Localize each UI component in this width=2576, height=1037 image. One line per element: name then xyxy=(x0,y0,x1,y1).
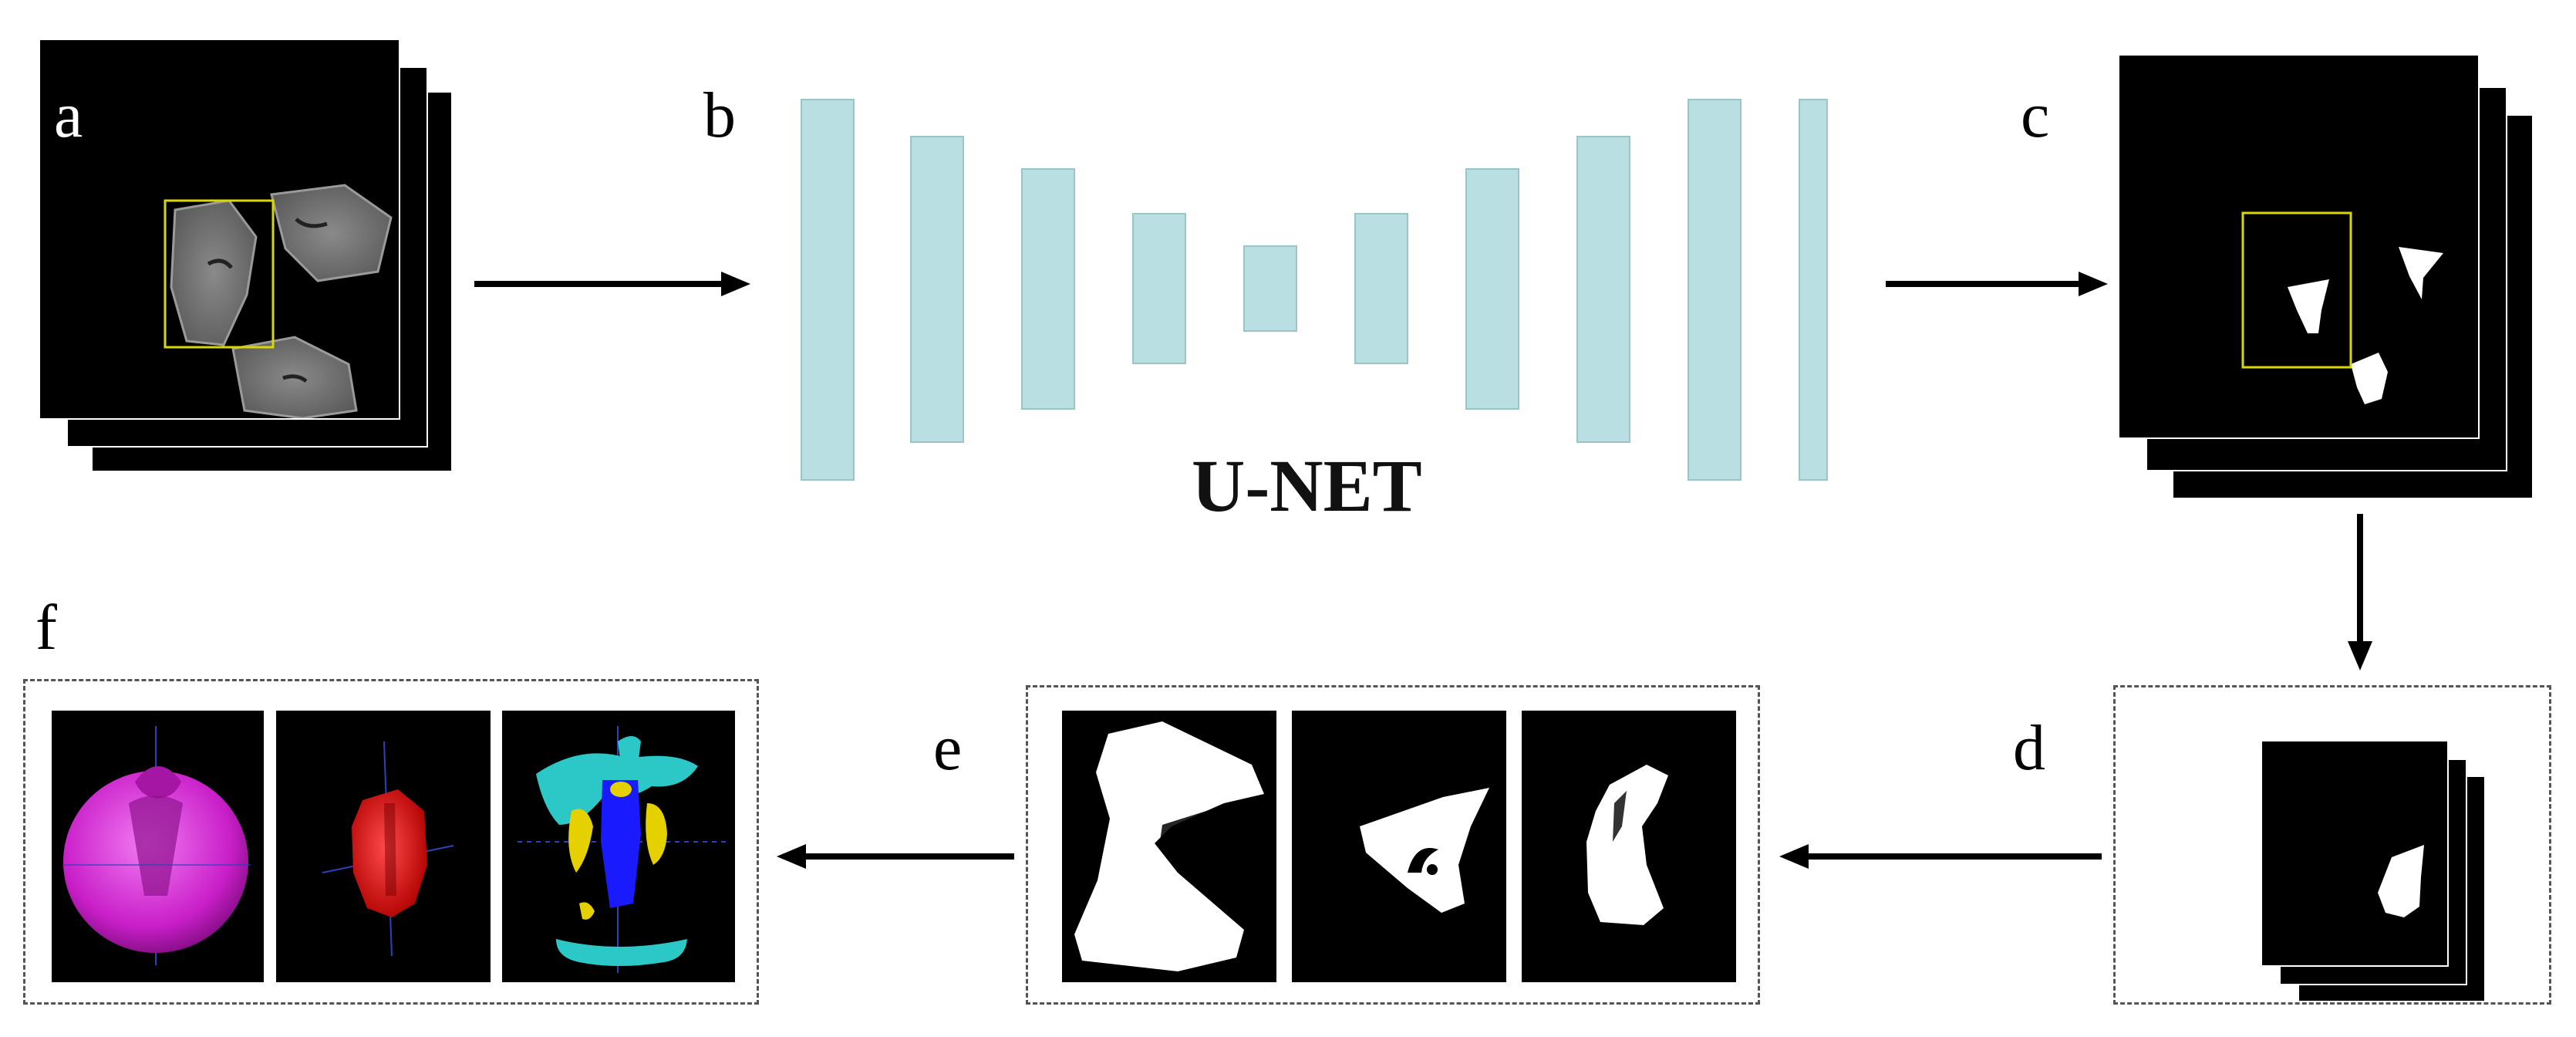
tooth-cross-section-left xyxy=(170,199,258,346)
unet-title: U-NET xyxy=(1192,444,1422,527)
tooth-cross-section-top-right xyxy=(270,184,393,282)
slice-result-1-image xyxy=(1074,721,1264,971)
panel-label-c: c xyxy=(2021,79,2050,151)
unet-decoder-block-1 xyxy=(1688,99,1741,481)
render-multi-tooth-image xyxy=(518,726,726,973)
roi-box xyxy=(2241,211,2352,369)
slice-result-3 xyxy=(1522,711,1736,982)
render-multi-tooth xyxy=(502,711,735,982)
mask-slice-front xyxy=(2118,54,2480,439)
unet-encoder-block-3 xyxy=(1021,168,1075,410)
render-pulp-magenta-image xyxy=(63,726,251,965)
unet-encoder-block-1 xyxy=(801,99,855,481)
render-pulp-magenta xyxy=(52,711,264,982)
mask-tooth-top-right xyxy=(2399,247,2443,299)
unet-encoder-block-4 xyxy=(1132,213,1186,364)
roi-box xyxy=(164,199,275,349)
panel-label-d: d xyxy=(2013,712,2045,784)
mask-tooth-left xyxy=(2288,279,2329,333)
unet-output-block xyxy=(1799,99,1828,481)
slice-results-panel xyxy=(1026,685,1760,1005)
roi-slice-front xyxy=(2261,740,2449,967)
panel-label-e: e xyxy=(933,712,963,784)
slice-result-3-image xyxy=(1586,765,1668,925)
ct-slice-image xyxy=(164,184,393,418)
roi-crop-panel xyxy=(2113,685,2551,1005)
slice-result-2-image xyxy=(1360,788,1489,913)
unet-bottleneck-block xyxy=(1243,245,1297,332)
slice-result-2 xyxy=(1292,711,1506,982)
ct-slice-front xyxy=(39,39,400,420)
arrow-left-icon xyxy=(1779,844,2102,869)
arrow-down-icon xyxy=(2348,514,2372,671)
panel-label-f: f xyxy=(35,592,57,664)
slice-result-1 xyxy=(1062,711,1276,982)
arrow-right-icon xyxy=(1886,272,2108,296)
arrow-right-icon xyxy=(474,272,750,296)
unet-decoder-block-3 xyxy=(1465,168,1519,410)
render-pulp-red-image xyxy=(322,741,454,957)
arrow-left-icon xyxy=(777,844,1014,869)
mask-slice-image xyxy=(2241,211,2443,404)
roi-mask-image xyxy=(2378,845,2424,917)
unet-encoder-block-2 xyxy=(910,136,964,443)
panel-label-a: a xyxy=(54,79,83,151)
mask-tooth-bottom xyxy=(2351,353,2388,404)
panel-label-b: b xyxy=(703,79,736,151)
unet-decoder-block-2 xyxy=(1576,136,1630,443)
3d-render-panel xyxy=(23,679,759,1005)
unet-decoder-block-4 xyxy=(1354,213,1408,364)
render-pulp-red xyxy=(276,711,491,982)
